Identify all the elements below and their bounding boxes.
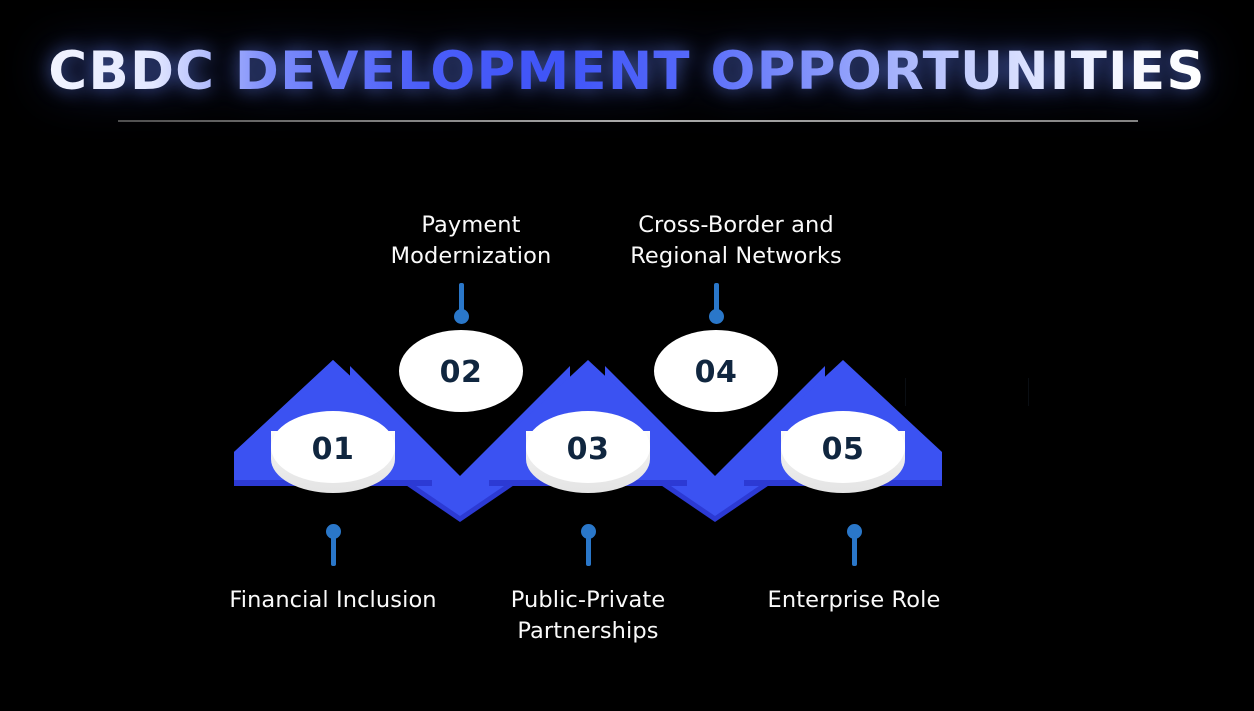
step-number: 01	[311, 432, 355, 467]
pin-knob	[581, 524, 596, 539]
pin-stem	[586, 532, 591, 566]
pin-knob	[847, 524, 862, 539]
step-label-01: Financial Inclusion	[229, 587, 437, 613]
pin-stem	[459, 283, 464, 317]
step-label-02: Payment Modernization	[390, 212, 552, 269]
step-disc-03[interactable]: 03	[526, 411, 650, 515]
pin-stem	[852, 532, 857, 566]
disc-top	[399, 330, 523, 412]
step-disc-01[interactable]: 01	[271, 411, 395, 515]
step-disc-05[interactable]: 05	[781, 411, 905, 515]
title-block: CBDC DEVELOPMENT OPPORTUNITIES	[0, 44, 1254, 100]
step-number: 04	[694, 355, 738, 390]
step-label-03: Public-Private Partnerships	[510, 587, 666, 644]
step-label-05: Enterprise Role	[767, 587, 941, 613]
pin-knob	[709, 309, 724, 324]
title-divider	[118, 120, 1138, 122]
disc-top	[271, 411, 395, 483]
step-number: 02	[439, 355, 483, 390]
step-number: 03	[566, 432, 610, 467]
disc-top	[526, 411, 650, 483]
step-disc-02[interactable]: 02	[399, 330, 523, 412]
page-title: CBDC DEVELOPMENT OPPORTUNITIES	[48, 41, 1206, 102]
disc-top	[654, 330, 778, 412]
disc-top	[781, 411, 905, 483]
step-label-04: Cross-Border and Regional Networks	[630, 212, 842, 269]
pin-knob	[454, 309, 469, 324]
step-disc-04[interactable]: 04	[654, 330, 778, 412]
step-number: 05	[821, 432, 865, 467]
pin-stem	[331, 532, 336, 566]
pin-stem	[714, 283, 719, 317]
edge-artifact	[905, 378, 906, 406]
edge-artifact	[1028, 378, 1029, 406]
pin-knob	[326, 524, 341, 539]
